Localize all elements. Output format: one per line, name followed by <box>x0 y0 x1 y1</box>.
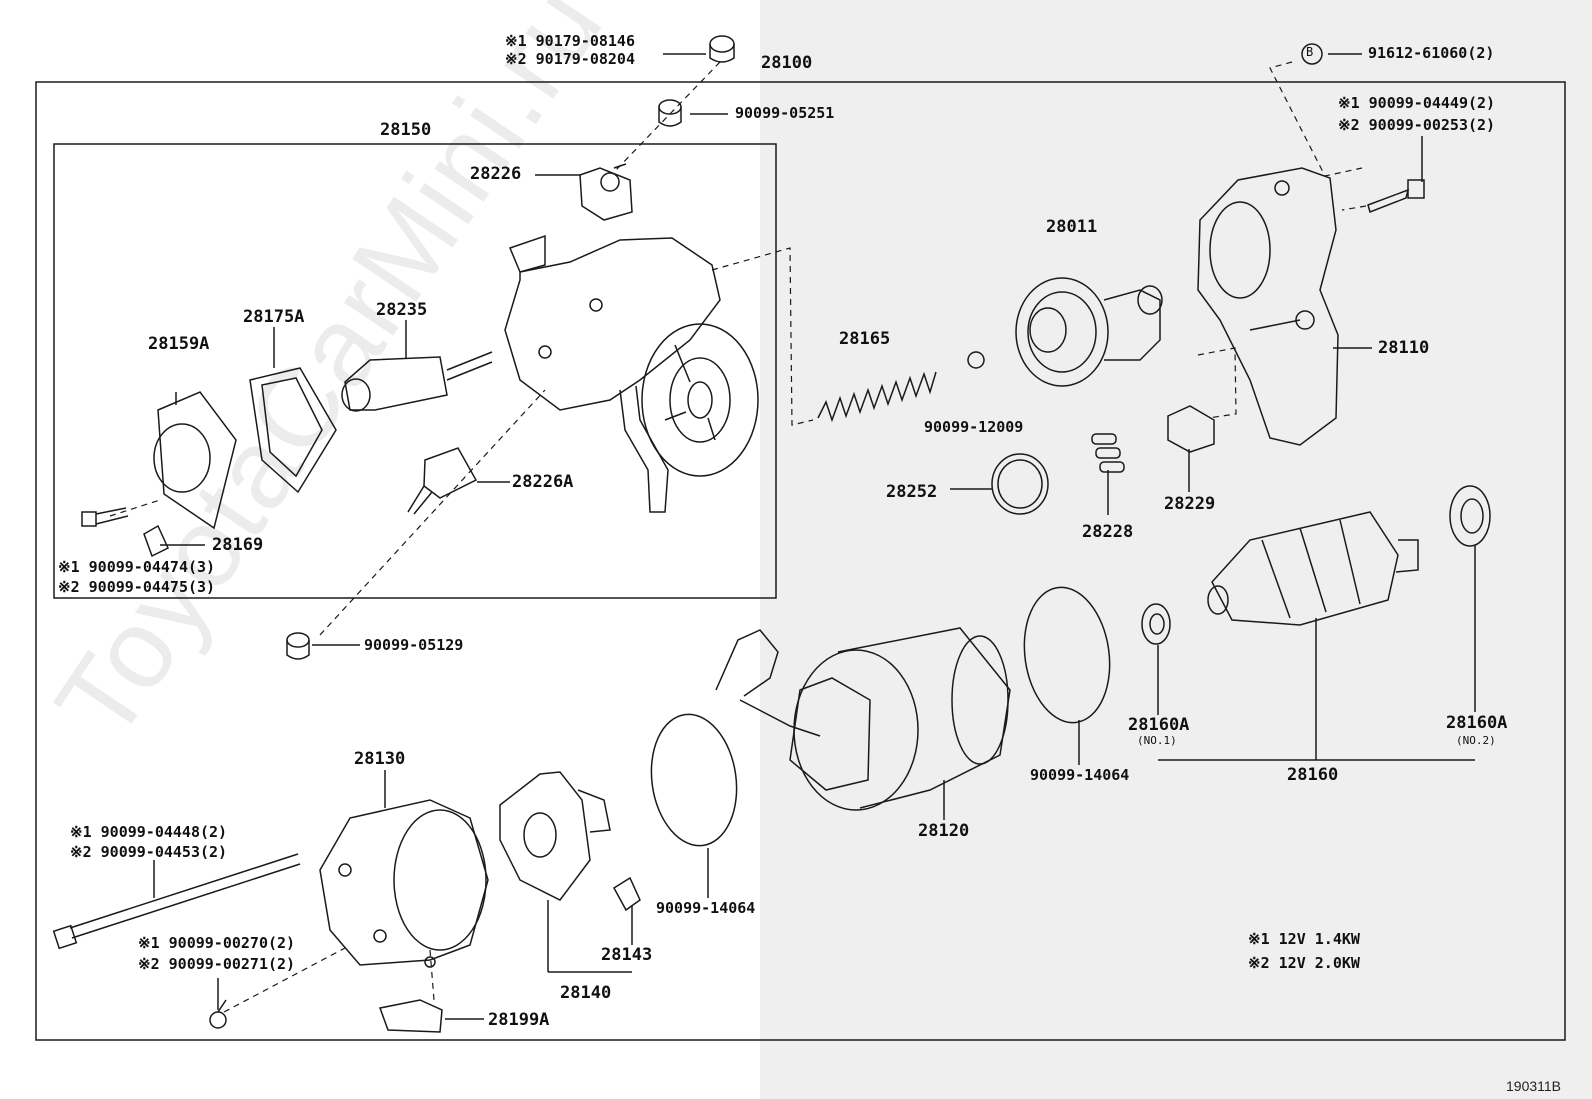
label-part-28235: 28235 <box>376 300 428 320</box>
label-oring-90099-14064-left: 90099-14064 <box>656 899 756 917</box>
label-assembly-28100: 28100 <box>761 53 813 73</box>
spring-28165-icon <box>817 371 937 423</box>
label-bearing-28160A-no1-sub: (NO.1) <box>1137 734 1177 747</box>
label-ball-90099-12009: 90099-12009 <box>924 418 1024 436</box>
label-part-28140: 28140 <box>560 983 612 1003</box>
label-part-28228: 28228 <box>1082 522 1134 542</box>
label-part-28252: 28252 <box>886 482 938 502</box>
assembly-frame-28100 <box>35 81 1566 1041</box>
ball-90099-12009-icon <box>967 351 985 369</box>
oring-90099-14064-left-icon <box>650 713 738 847</box>
shaded-background-panel <box>760 0 1592 1099</box>
solenoid-switch-body-icon <box>504 234 759 513</box>
end-frame-28130-icon <box>319 799 489 968</box>
bearing-28160A-no2-icon <box>1449 485 1491 547</box>
label-bolt-90099-04448: ※1 90099-04448(2) <box>70 823 228 841</box>
bolt-90099-04449-icon <box>1367 179 1425 213</box>
label-oring-90099-14064-right: 90099-14064 <box>1030 766 1130 784</box>
oring-90099-14064-right-icon <box>1023 586 1111 724</box>
lead-28199A-icon <box>378 999 443 1033</box>
label-bearing-28160A-no1: 28160A <box>1128 715 1190 735</box>
label-bearing-28160A-no2-sub: (NO.2) <box>1456 734 1496 747</box>
document-number: 190311B <box>1506 1078 1562 1094</box>
label-bolt-b-marker: B <box>1306 45 1314 59</box>
brush-holder-28140-icon <box>499 771 611 901</box>
yoke-28120-icon <box>715 627 1011 811</box>
label-part-28159A: 28159A <box>148 334 210 354</box>
terminal-28226A-icon <box>407 447 478 515</box>
label-bearing-28160A-no2: 28160A <box>1446 713 1508 733</box>
label-bolt-90099-00253: ※2 90099-00253(2) <box>1338 116 1496 134</box>
label-part-28130: 28130 <box>354 749 406 769</box>
spring-28143-icon <box>613 876 641 912</box>
label-part-28226A: 28226A <box>512 472 574 492</box>
screw-90099-04474-icon <box>81 507 129 527</box>
armature-28160-icon <box>1207 511 1419 626</box>
label-screw-90099-00271: ※2 90099-00271(2) <box>138 955 296 973</box>
clip-28169-icon <box>143 524 169 558</box>
label-part-28175A: 28175A <box>243 307 305 327</box>
terminal-28226-icon <box>579 163 633 221</box>
label-part-28169: 28169 <box>212 535 264 555</box>
retainer-28229-icon <box>1167 405 1215 453</box>
label-part-28120: 28120 <box>918 821 970 841</box>
rollers-28228-icon <box>1091 433 1125 473</box>
label-part-28110: 28110 <box>1378 338 1430 358</box>
gasket-28175A-icon <box>249 367 337 494</box>
nut-90099-05129-icon <box>286 632 310 660</box>
label-cap-90179-08146: ※1 90179-08146 <box>505 32 635 50</box>
label-part-28199A: 28199A <box>488 1010 550 1030</box>
label-screw-90099-00270: ※1 90099-00270(2) <box>138 934 296 952</box>
label-nut-90099-05251: 90099-05251 <box>735 104 835 122</box>
plunger-28235-icon <box>341 351 493 412</box>
note-variant-2: ※2 12V 2.0KW <box>1248 954 1360 972</box>
screw-90099-00270-icon <box>209 999 227 1029</box>
label-bolt-90099-04449: ※1 90099-04449(2) <box>1338 94 1496 112</box>
label-screw-90099-04474: ※1 90099-04474(3) <box>58 558 216 576</box>
through-bolt-90099-04448-icon <box>52 853 301 950</box>
label-bolt-91612-61060: 91612-61060(2) <box>1368 44 1495 62</box>
label-armature-28160: 28160 <box>1287 765 1339 785</box>
label-part-28226: 28226 <box>470 164 522 184</box>
clutch-28011-icon <box>1015 277 1163 387</box>
label-bolt-90099-04453: ※2 90099-04453(2) <box>70 843 228 861</box>
cap-90179-icon <box>709 35 735 63</box>
cover-28159A-icon <box>153 391 237 530</box>
label-part-28143: 28143 <box>601 945 653 965</box>
label-part-28229: 28229 <box>1164 494 1216 514</box>
bolt-b-marker-icon <box>1301 43 1323 65</box>
label-part-28011: 28011 <box>1046 217 1098 237</box>
label-assembly-28150: 28150 <box>380 120 432 140</box>
bearing-28160A-no1-icon <box>1141 603 1171 645</box>
label-screw-90099-04475: ※2 90099-04475(3) <box>58 578 216 596</box>
label-part-28165: 28165 <box>839 329 891 349</box>
drive-housing-28110-icon <box>1197 167 1339 446</box>
gear-28252-icon <box>991 453 1049 515</box>
nut-90099-05251-icon <box>658 99 682 127</box>
label-cap-90179-08204: ※2 90179-08204 <box>505 50 635 68</box>
note-variant-1: ※1 12V 1.4KW <box>1248 930 1360 948</box>
assembly-frame-28150 <box>53 143 777 599</box>
label-nut-90099-05129: 90099-05129 <box>364 636 464 654</box>
